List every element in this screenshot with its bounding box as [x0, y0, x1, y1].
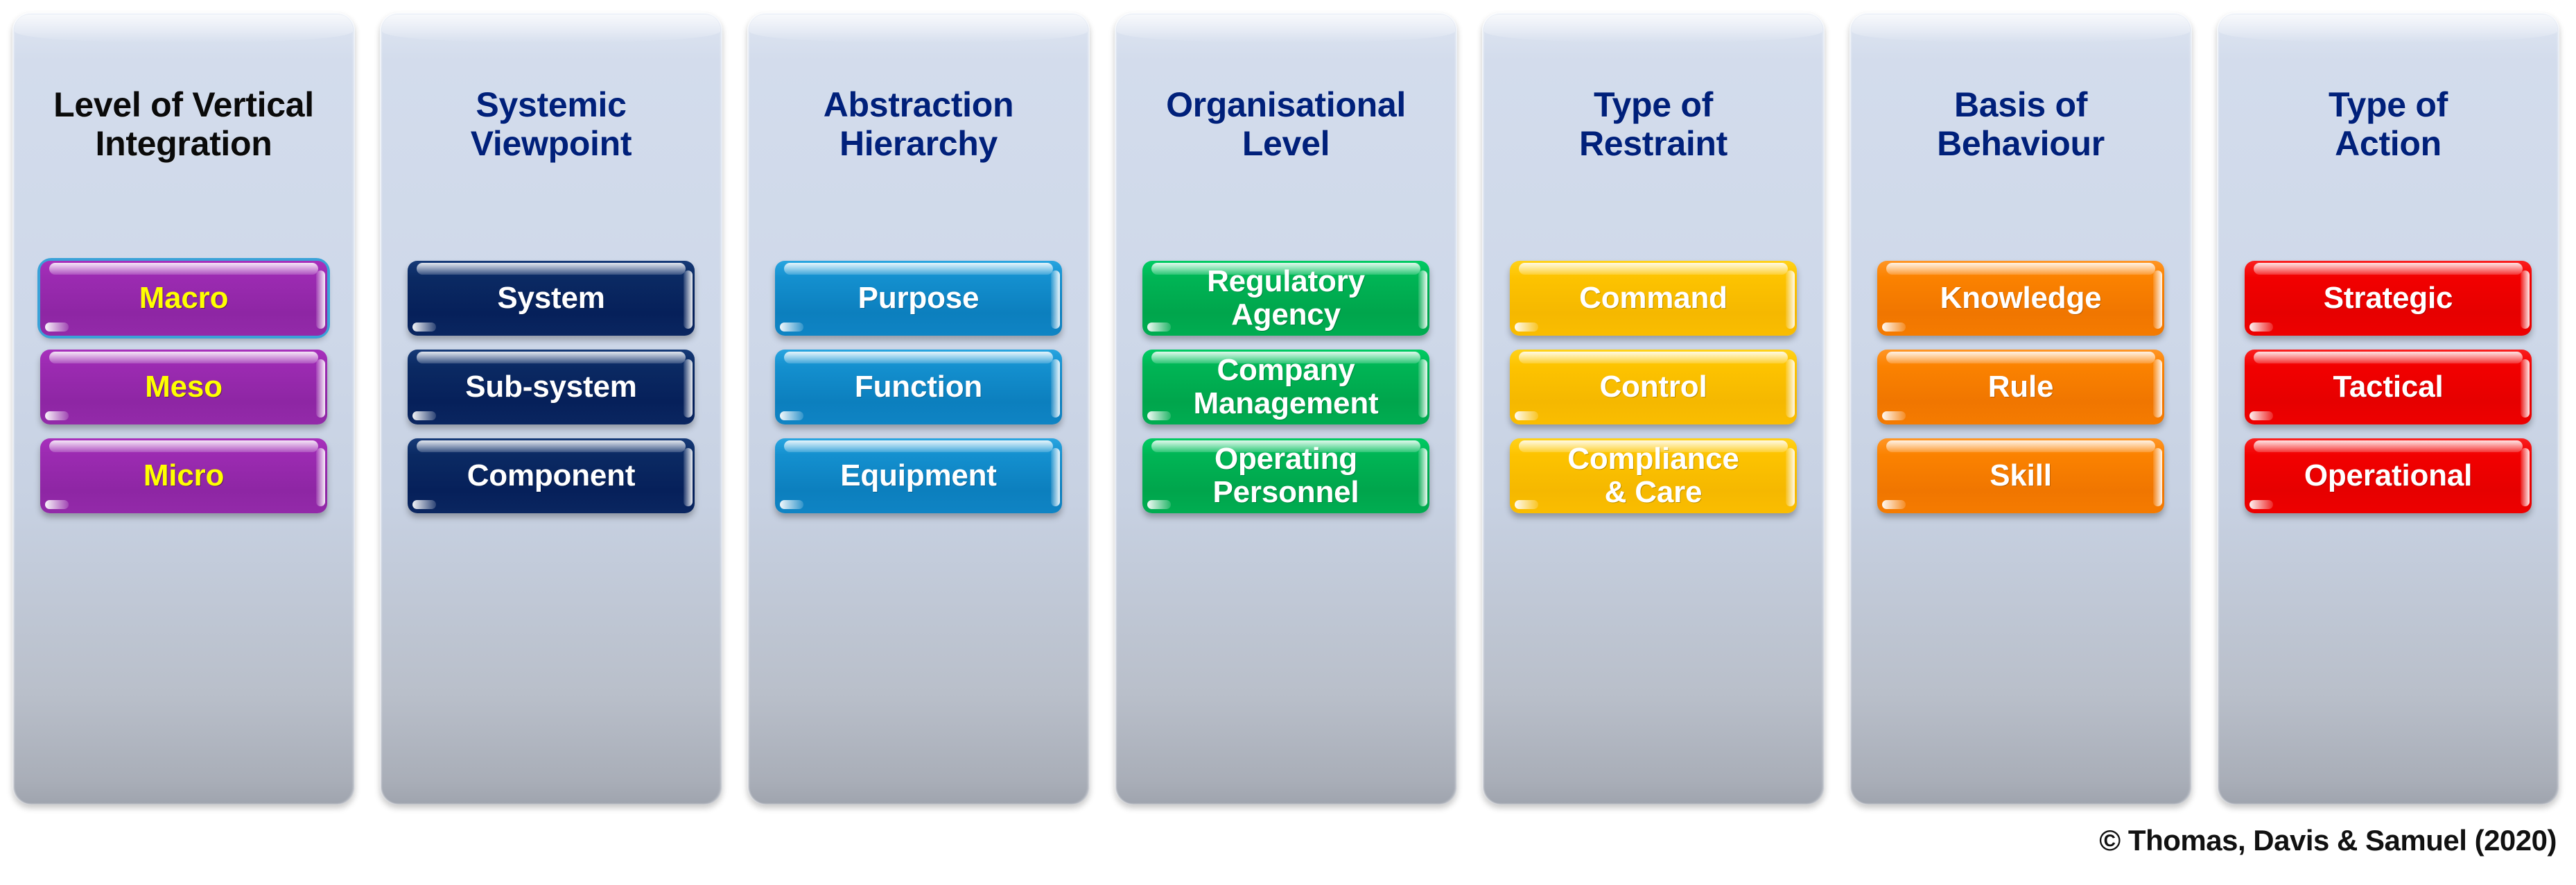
chip-face	[2245, 438, 2532, 513]
column-panel-basis-of-behaviour: Basis of Behaviour Knowledge Rule Skill	[1850, 12, 2192, 805]
chip-label: Function	[854, 370, 983, 404]
chip-face	[1877, 350, 2164, 424]
chip-strategic[interactable]: Strategic	[2245, 261, 2532, 336]
column-panel-level-of-vertical-integration: Level of Vertical Integration Macro Meso…	[12, 12, 355, 805]
column-panel-type-of-action: Type of Action Strategic Tactical Operat…	[2217, 12, 2559, 805]
chip-label: Operating Personnel	[1212, 442, 1359, 509]
chip-label: Regulatory Agency	[1207, 264, 1365, 332]
chip-label: Control	[1599, 370, 1707, 404]
chip-rule[interactable]: Rule	[1877, 350, 2164, 424]
column-panel-abstraction-hierarchy: Abstraction Hierarchy Purpose Function E…	[747, 12, 1090, 805]
chip-label: Knowledge	[1940, 281, 2102, 316]
chip-face	[1510, 350, 1797, 424]
column-title: Systemic Viewpoint	[470, 85, 632, 163]
column-title: Basis of Behaviour	[1937, 85, 2105, 163]
column-panel-type-of-restraint: Type of Restraint Command Control Compli…	[1482, 12, 1825, 805]
chip-face	[40, 261, 327, 336]
chip-label: Micro	[143, 458, 225, 493]
chip-label: Purpose	[858, 281, 980, 316]
chip-label: Equipment	[840, 458, 997, 493]
chip-face	[775, 261, 1062, 336]
column-title: Type of Restraint	[1578, 85, 1728, 163]
chip-label: Compliance & Care	[1567, 442, 1739, 509]
chip-purpose[interactable]: Purpose	[775, 261, 1062, 336]
chip-face	[408, 261, 695, 336]
chip-label: Company Management	[1193, 353, 1379, 420]
chip-face	[1142, 350, 1429, 424]
column-title: Abstraction Hierarchy	[823, 85, 1014, 163]
chip-equipment[interactable]: Equipment	[775, 438, 1062, 513]
chip-label: Sub-system	[465, 370, 637, 404]
chip-label: Component	[467, 458, 636, 493]
chip-company-management[interactable]: Company Management	[1142, 350, 1429, 424]
chip-face	[2245, 261, 2532, 336]
chip-tactical[interactable]: Tactical	[2245, 350, 2532, 424]
chip-skill[interactable]: Skill	[1877, 438, 2164, 513]
chip-compliance-and-care[interactable]: Compliance & Care	[1510, 438, 1797, 513]
chip-function[interactable]: Function	[775, 350, 1062, 424]
chip-command[interactable]: Command	[1510, 261, 1797, 336]
chip-face	[775, 438, 1062, 513]
chip-face	[1877, 261, 2164, 336]
chip-component[interactable]: Component	[408, 438, 695, 513]
chip-micro[interactable]: Micro	[40, 438, 327, 513]
chip-label: System	[497, 281, 605, 316]
chip-operating-personnel[interactable]: Operating Personnel	[1142, 438, 1429, 513]
chip-face	[2245, 350, 2532, 424]
chip-meso[interactable]: Meso	[40, 350, 327, 424]
copyright-credit: © Thomas, Davis & Samuel (2020)	[2099, 824, 2557, 857]
chip-macro[interactable]: Macro	[37, 258, 330, 338]
chip-label: Meso	[145, 370, 223, 404]
chip-operational[interactable]: Operational	[2245, 438, 2532, 513]
chip-label: Operational	[2304, 458, 2473, 493]
chip-label: Skill	[1990, 458, 2052, 493]
chip-face	[40, 350, 327, 424]
column-panel-systemic-viewpoint: Systemic Viewpoint System Sub-system Com…	[380, 12, 722, 805]
chip-knowledge[interactable]: Knowledge	[1877, 261, 2164, 336]
column-title: Organisational Level	[1166, 85, 1406, 163]
chip-face	[775, 350, 1062, 424]
chip-sub-system[interactable]: Sub-system	[408, 350, 695, 424]
chip-face	[1142, 261, 1429, 336]
chip-label: Command	[1579, 281, 1728, 316]
column-title: Type of Action	[2329, 85, 2448, 163]
column-panel-organisational-level: Organisational Level Regulatory Agency C…	[1115, 12, 1457, 805]
chip-label: Strategic	[2323, 281, 2453, 316]
chip-label: Macro	[139, 281, 229, 316]
chip-system[interactable]: System	[408, 261, 695, 336]
chip-label: Rule	[1987, 370, 2054, 404]
chip-face	[1142, 438, 1429, 513]
chip-regulatory-agency[interactable]: Regulatory Agency	[1142, 261, 1429, 336]
column-title: Level of Vertical Integration	[53, 85, 314, 163]
chip-label: Tactical	[2333, 370, 2444, 404]
chip-control[interactable]: Control	[1510, 350, 1797, 424]
